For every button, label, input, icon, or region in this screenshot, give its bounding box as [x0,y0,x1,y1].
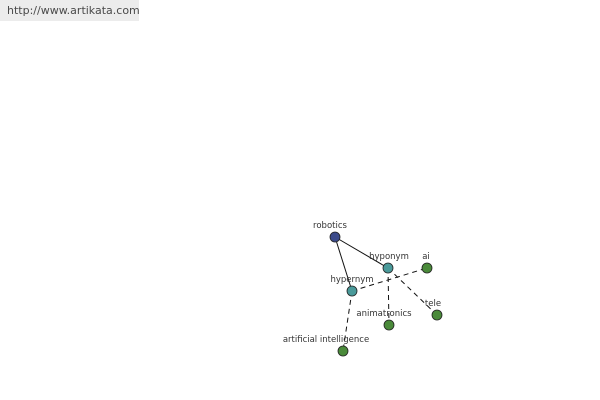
edges-layer [334,236,438,352]
node-label-hyponym: hyponym [369,252,409,262]
edge-hypernym-to-ai [351,267,428,292]
node-hyponym[interactable] [382,262,394,274]
node-ai[interactable] [421,262,433,274]
edge-hyponym-to-tele [387,267,438,316]
node-label-animatronics: animatronics [356,309,412,319]
nodes-layer [329,231,443,357]
labels-layer: robotics hyponym hypernym ai animatronics tel… [283,221,441,345]
node-animatronics[interactable] [383,319,395,331]
node-label-hypernym: hypernym [330,275,373,285]
node-label-tele: tele [425,299,441,309]
node-hypernym[interactable] [346,285,358,297]
node-artificial-intelligence[interactable] [337,345,349,357]
node-label-ai: ai [422,252,430,262]
node-label-artificial-intelligence: artificial intelligence [283,335,369,345]
edge-robotics-to-hypernym [334,236,353,292]
edge-robotics-to-hyponym [334,236,389,269]
edge-hypernym-to-artificial_intelligence [342,290,353,352]
site-url[interactable]: http://www.artikata.com [0,0,140,21]
edge-hyponym-to-animatronics [387,267,390,326]
node-tele[interactable] [431,309,443,321]
node-robotics[interactable] [329,231,341,243]
node-label-robotics: robotics [313,221,347,231]
